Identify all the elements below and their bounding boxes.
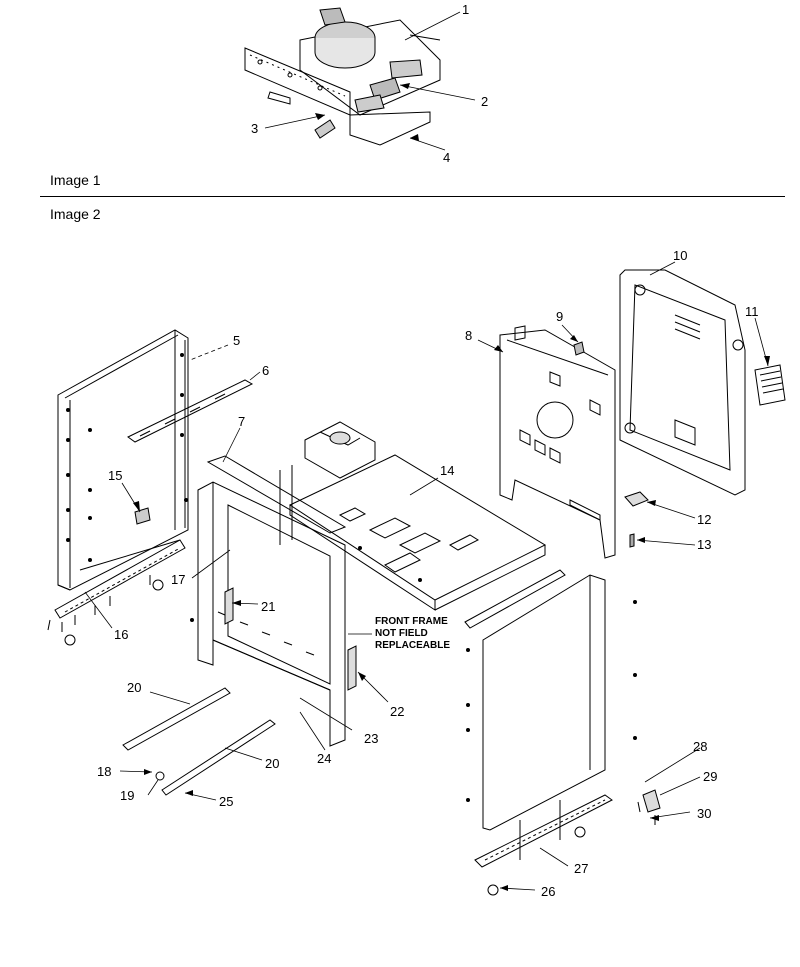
callout-2: 2 xyxy=(481,94,488,109)
callout-8: 8 xyxy=(465,328,472,343)
callout-13: 13 xyxy=(697,537,711,552)
callout-20a: 20 xyxy=(127,680,141,695)
callout-24: 24 xyxy=(317,751,331,766)
leader-arrowheads xyxy=(133,83,770,891)
callout-30: 30 xyxy=(697,806,711,821)
callout-4: 4 xyxy=(443,150,450,165)
fitting-9 xyxy=(573,341,585,356)
image2-heading: Image 2 xyxy=(50,206,101,222)
callout-5: 5 xyxy=(233,333,240,348)
note-line-1: FRONT FRAME xyxy=(375,616,448,627)
section-divider xyxy=(40,196,785,197)
callout-7: 7 xyxy=(238,414,245,429)
callout-15: 15 xyxy=(108,468,122,483)
callout-14: 14 xyxy=(440,463,454,478)
bottom-rail-27 xyxy=(474,794,613,896)
rear-cover-10 xyxy=(619,269,746,496)
spacer-13 xyxy=(629,533,635,548)
front-frame-note: FRONT FRAME NOT FIELD REPLACEABLE xyxy=(375,616,450,651)
bracket-15 xyxy=(134,507,151,525)
leader-lines xyxy=(84,11,769,891)
bracket-28-30 xyxy=(637,789,661,825)
valve-assembly-image1 xyxy=(244,7,441,146)
callout-16: 16 xyxy=(114,627,128,642)
hinge-22 xyxy=(347,645,357,691)
note-line-2: NOT FIELD xyxy=(375,628,428,639)
callout-18: 18 xyxy=(97,764,111,779)
callout-17: 17 xyxy=(171,572,185,587)
callout-23: 23 xyxy=(364,731,378,746)
front-frame xyxy=(184,481,346,747)
callout-29: 29 xyxy=(703,769,717,784)
callout-10: 10 xyxy=(673,248,687,263)
bottom-rail-16 xyxy=(47,539,186,646)
callout-21: 21 xyxy=(261,599,275,614)
callout-28: 28 xyxy=(693,739,707,754)
callout-6: 6 xyxy=(262,363,269,378)
drawer-rails-20 xyxy=(122,687,276,796)
note-line-3: REPLACEABLE xyxy=(375,640,450,651)
callout-20b: 20 xyxy=(265,756,279,771)
rear-panel-8 xyxy=(499,325,616,559)
callout-3: 3 xyxy=(251,121,258,136)
callout-19: 19 xyxy=(120,788,134,803)
image1-heading: Image 1 xyxy=(50,172,101,188)
callout-1: 1 xyxy=(462,2,469,17)
side-rail-6 xyxy=(127,379,254,443)
callout-labels: 1 2 3 4 5 6 7 8 9 10 11 12 13 14 15 16 1… xyxy=(97,2,759,899)
callout-9: 9 xyxy=(556,309,563,324)
top-rail-7 xyxy=(206,455,347,534)
callout-27: 27 xyxy=(574,861,588,876)
right-side-panel xyxy=(464,569,637,831)
callout-11: 11 xyxy=(745,304,759,319)
callout-12: 12 xyxy=(697,512,711,527)
valve-assembly-image2 xyxy=(279,421,376,545)
callout-22: 22 xyxy=(390,704,404,719)
left-side-panel xyxy=(57,329,189,591)
callout-26: 26 xyxy=(541,884,555,899)
bottom-pan-14 xyxy=(288,454,547,611)
vent-grille-11 xyxy=(754,364,786,406)
callout-25: 25 xyxy=(219,794,233,809)
bracket-12 xyxy=(624,491,649,507)
